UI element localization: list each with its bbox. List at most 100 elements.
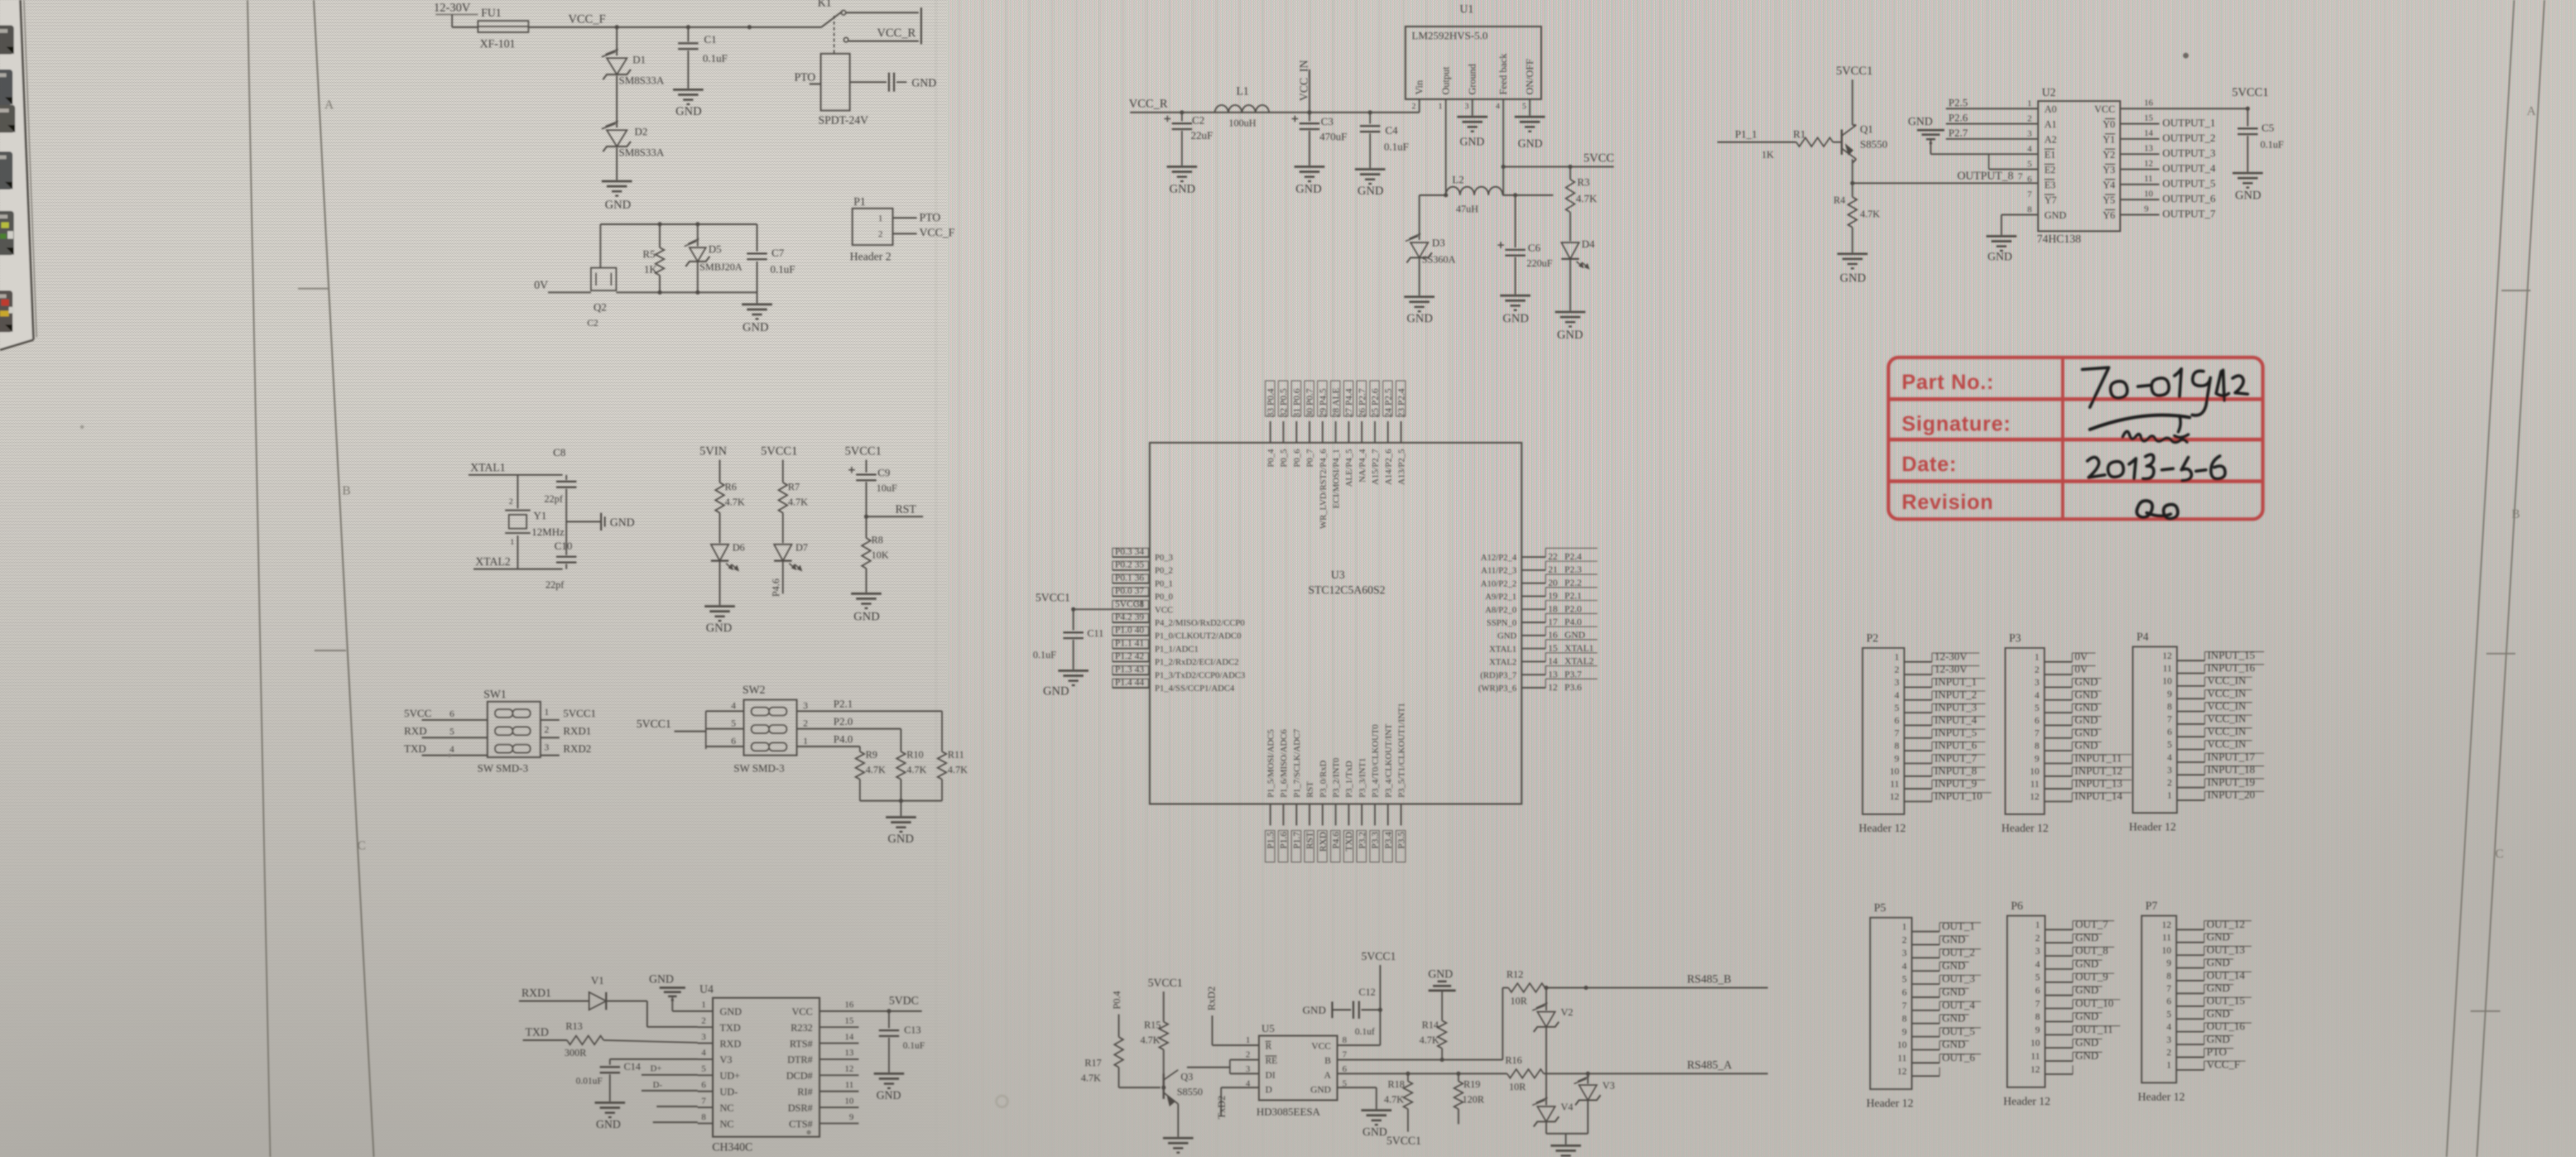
svg-text:Header 12: Header 12 bbox=[2138, 1090, 2185, 1103]
svg-text:R14: R14 bbox=[1422, 1020, 1439, 1031]
svg-text:Header 12: Header 12 bbox=[1859, 822, 1905, 834]
svg-text:12: 12 bbox=[2162, 651, 2172, 661]
svg-text:26 P2.7: 26 P2.7 bbox=[1357, 388, 1368, 417]
svg-text:5VDC: 5VDC bbox=[889, 994, 919, 1007]
svg-text:10: 10 bbox=[2162, 676, 2172, 686]
svg-text:VCC: VCC bbox=[792, 1007, 813, 1017]
svg-text:GND: GND bbox=[2075, 701, 2098, 713]
svg-text:C7: C7 bbox=[772, 247, 784, 259]
svg-text:15: 15 bbox=[2144, 114, 2153, 123]
svg-text:9: 9 bbox=[2144, 205, 2149, 214]
svg-text:6: 6 bbox=[731, 736, 736, 746]
svg-text:INPUT_10: INPUT_10 bbox=[1935, 790, 1983, 802]
svg-text:UD+: UD+ bbox=[720, 1071, 740, 1082]
svg-text:A: A bbox=[325, 98, 334, 112]
svg-text:12: 12 bbox=[1548, 683, 1558, 693]
svg-text:L2: L2 bbox=[1452, 174, 1464, 186]
svg-text:INPUT_18: INPUT_18 bbox=[2207, 764, 2255, 776]
svg-text:R11: R11 bbox=[948, 750, 964, 760]
svg-text:C3: C3 bbox=[1321, 116, 1333, 128]
svg-text:P3_4/T0/CLKOUT0: P3_4/T0/CLKOUT0 bbox=[1371, 724, 1381, 798]
svg-text:GND: GND bbox=[706, 621, 732, 635]
svg-text:GND: GND bbox=[1840, 272, 1866, 285]
svg-text:OUTPUT_4: OUTPUT_4 bbox=[2162, 162, 2216, 174]
svg-text:Y2: Y2 bbox=[2102, 150, 2115, 160]
svg-text:Y0: Y0 bbox=[2102, 119, 2115, 130]
svg-text:5: 5 bbox=[1522, 101, 1527, 111]
svg-text:R232: R232 bbox=[790, 1022, 813, 1033]
svg-text:P1.5: P1.5 bbox=[1266, 832, 1276, 849]
svg-text:GND: GND bbox=[2075, 1036, 2099, 1048]
svg-text:P2: P2 bbox=[1866, 632, 1878, 644]
svg-text:1: 1 bbox=[803, 736, 808, 746]
svg-text:P2.1: P2.1 bbox=[833, 698, 853, 710]
svg-text:5VCC1: 5VCC1 bbox=[1115, 599, 1144, 609]
svg-text:B: B bbox=[2512, 507, 2520, 521]
svg-text:NC: NC bbox=[720, 1103, 734, 1113]
svg-text:2: 2 bbox=[2167, 1048, 2172, 1058]
svg-text:17: 17 bbox=[1548, 618, 1558, 628]
svg-text:13: 13 bbox=[2144, 144, 2153, 153]
svg-text:2: 2 bbox=[1246, 1050, 1250, 1060]
svg-text:10: 10 bbox=[2030, 767, 2039, 777]
svg-text:4: 4 bbox=[2036, 959, 2041, 969]
svg-text:WR_LVD/RST2/P4_6: WR_LVD/RST2/P4_6 bbox=[1319, 449, 1328, 529]
svg-text:V3: V3 bbox=[720, 1055, 732, 1065]
svg-text:A12/P2_4: A12/P2_4 bbox=[1481, 553, 1517, 563]
svg-text:OUT_3: OUT_3 bbox=[1942, 973, 1975, 985]
svg-text:Vin: Vin bbox=[1414, 80, 1425, 95]
svg-text:Q2: Q2 bbox=[593, 301, 607, 313]
svg-text:STC12C5A60S2: STC12C5A60S2 bbox=[1308, 584, 1385, 596]
svg-text:SS360A: SS360A bbox=[1422, 255, 1456, 265]
svg-text:P4.0: P4.0 bbox=[833, 733, 853, 745]
svg-text:A11/P2_3: A11/P2_3 bbox=[1481, 567, 1517, 576]
svg-text:22pf: 22pf bbox=[544, 494, 563, 505]
svg-text:4.7K: 4.7K bbox=[948, 765, 968, 776]
svg-text:5VCC1: 5VCC1 bbox=[845, 445, 881, 458]
svg-text:42: 42 bbox=[1135, 652, 1144, 662]
svg-text:GND: GND bbox=[676, 105, 701, 118]
svg-text:0.1uf: 0.1uf bbox=[1355, 1027, 1374, 1037]
svg-text:11: 11 bbox=[2162, 933, 2171, 943]
svg-text:Ground: Ground bbox=[1467, 64, 1478, 95]
svg-text:GND: GND bbox=[596, 1118, 621, 1130]
svg-text:C9: C9 bbox=[878, 467, 890, 479]
svg-text:OUT_9: OUT_9 bbox=[2075, 971, 2108, 983]
svg-text:2: 2 bbox=[2036, 933, 2041, 944]
svg-text:P0_7: P0_7 bbox=[1306, 449, 1315, 467]
svg-text:OUT_4: OUT_4 bbox=[1942, 999, 1975, 1011]
svg-text:5: 5 bbox=[731, 719, 736, 729]
svg-text:Header 12: Header 12 bbox=[2001, 822, 2048, 834]
svg-text:5: 5 bbox=[1902, 974, 1907, 985]
svg-text:R: R bbox=[1265, 1041, 1272, 1052]
svg-text:B: B bbox=[1325, 1056, 1331, 1066]
svg-text:OUT_8: OUT_8 bbox=[2075, 945, 2108, 957]
svg-text:K1: K1 bbox=[818, 0, 832, 9]
svg-text:C5: C5 bbox=[2262, 122, 2274, 134]
svg-text:R3: R3 bbox=[1577, 176, 1590, 188]
svg-text:SW SMD-3: SW SMD-3 bbox=[477, 762, 528, 774]
svg-text:SM8S33A: SM8S33A bbox=[619, 147, 665, 159]
svg-text:2: 2 bbox=[1895, 665, 1900, 675]
svg-text:GND: GND bbox=[2207, 982, 2230, 994]
svg-text:13: 13 bbox=[1548, 669, 1558, 680]
svg-text:D2: D2 bbox=[635, 126, 648, 138]
svg-text:14: 14 bbox=[1548, 657, 1558, 667]
svg-text:R5: R5 bbox=[643, 248, 655, 260]
svg-text:ALE/P4_5: ALE/P4_5 bbox=[1345, 449, 1354, 487]
svg-text:7: 7 bbox=[2027, 190, 2032, 200]
svg-text:TXD: TXD bbox=[525, 1026, 549, 1038]
svg-text:1: 1 bbox=[2036, 920, 2041, 930]
svg-text:12: 12 bbox=[2030, 792, 2039, 802]
svg-text:OUTPUT_1: OUTPUT_1 bbox=[2162, 117, 2215, 129]
svg-text:SW1: SW1 bbox=[484, 688, 506, 700]
svg-text:38: 38 bbox=[1135, 599, 1144, 609]
svg-text:3: 3 bbox=[1246, 1065, 1250, 1074]
svg-text:12: 12 bbox=[1897, 1067, 1907, 1077]
svg-text:V1: V1 bbox=[591, 974, 604, 986]
svg-text:16: 16 bbox=[1548, 630, 1558, 640]
svg-text:GND: GND bbox=[2075, 714, 2098, 726]
svg-text:6: 6 bbox=[2036, 986, 2041, 996]
svg-text:Q1: Q1 bbox=[1860, 123, 1873, 135]
svg-text:6: 6 bbox=[2167, 997, 2172, 1007]
